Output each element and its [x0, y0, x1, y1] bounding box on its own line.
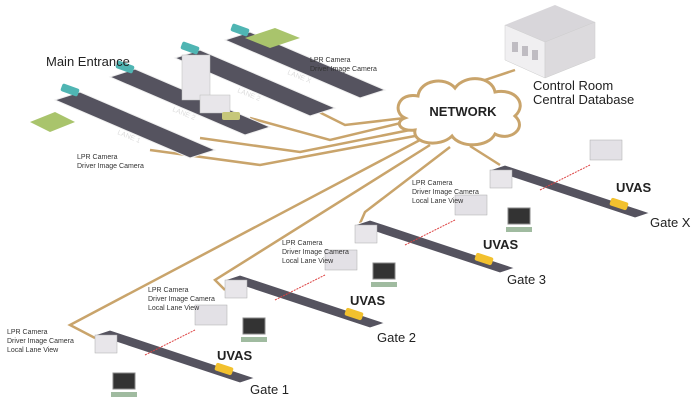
car-icon — [230, 23, 250, 37]
entrance-label-driver: Driver Image Camera — [77, 163, 144, 170]
gate-device-label: Local Lane View — [412, 198, 464, 205]
gate-booth — [489, 169, 513, 189]
gate-device-label: Driver Image Camera — [412, 189, 479, 196]
main-entrance-title: Main Entrance — [46, 54, 130, 69]
monitor-icon — [372, 262, 396, 280]
gate-device-label: Driver Image Camera — [282, 249, 349, 256]
control-room-label: Control Room — [533, 78, 613, 93]
gate-booth — [354, 224, 378, 244]
gate-name-label: Gate X — [650, 215, 691, 230]
gate-name-label: Gate 1 — [250, 382, 289, 397]
uvas-label: UVAS — [350, 293, 385, 308]
gate-booth — [94, 334, 118, 354]
fence — [589, 139, 623, 161]
network-link — [67, 138, 421, 340]
grass-patch — [30, 112, 75, 132]
entrance-lane: LANE 2 — [173, 41, 337, 117]
fence — [324, 249, 358, 271]
gate-booth — [224, 279, 248, 299]
vehicle-icon — [609, 197, 629, 211]
gate-device-label: Local Lane View — [7, 347, 59, 354]
gate-device-label: Local Lane View — [282, 258, 334, 265]
network-link — [199, 128, 411, 154]
keyboard-icon — [111, 392, 137, 397]
gate-device-label: Local Lane View — [148, 305, 200, 312]
monitor-icon — [507, 207, 531, 225]
gate-name-label: Gate 3 — [507, 272, 546, 287]
entrance-upper-label-driver: Driver Image Camera — [310, 66, 377, 73]
network-link — [213, 143, 431, 291]
guard-house — [199, 94, 231, 114]
monitor-icon — [112, 372, 136, 390]
uvas-label: UVAS — [616, 180, 651, 195]
barrier-arm — [404, 219, 456, 246]
entrance-label-lpr: LPR Camera — [77, 154, 118, 161]
gate-device-label: LPR Camera — [412, 180, 453, 187]
car-icon — [222, 112, 240, 120]
barrier-arm — [144, 329, 196, 356]
gate-device-label: Driver Image Camera — [7, 338, 74, 345]
gate-name-label: Gate 2 — [377, 330, 416, 345]
barrier-arm — [274, 274, 326, 301]
gate-device-label: Driver Image Camera — [148, 296, 215, 303]
keyboard-icon — [241, 337, 267, 342]
gate-device-label: LPR Camera — [148, 287, 189, 294]
vehicle-icon — [214, 362, 234, 376]
entrance-lane: LANE 1 — [53, 83, 217, 159]
gate-device-label: LPR Camera — [7, 329, 48, 336]
guard-tower — [181, 54, 211, 101]
entrance-upper-label-lpr: LPR Camera — [310, 57, 351, 64]
grass-patch — [245, 28, 300, 48]
network-cloud — [396, 77, 522, 147]
keyboard-icon — [371, 282, 397, 287]
barrier-arm — [539, 164, 591, 191]
car-icon — [180, 41, 200, 55]
network-link — [469, 144, 501, 167]
fence — [194, 304, 228, 326]
vehicle-icon — [344, 307, 364, 321]
network-label: NETWORK — [429, 104, 497, 119]
car-icon — [115, 60, 135, 74]
uvas-label: UVAS — [217, 348, 252, 363]
fence — [454, 194, 488, 216]
vehicle-icon — [474, 252, 494, 266]
central-database-label: Central Database — [533, 92, 634, 107]
network-link — [356, 146, 451, 229]
uvas-label: UVAS — [483, 237, 518, 252]
car-icon — [60, 83, 80, 97]
keyboard-icon — [506, 227, 532, 232]
monitor-icon — [242, 317, 266, 335]
network-links — [67, 68, 516, 340]
control-room-building — [504, 5, 596, 79]
gate-device-label: LPR Camera — [282, 240, 323, 247]
network-link — [249, 116, 406, 142]
